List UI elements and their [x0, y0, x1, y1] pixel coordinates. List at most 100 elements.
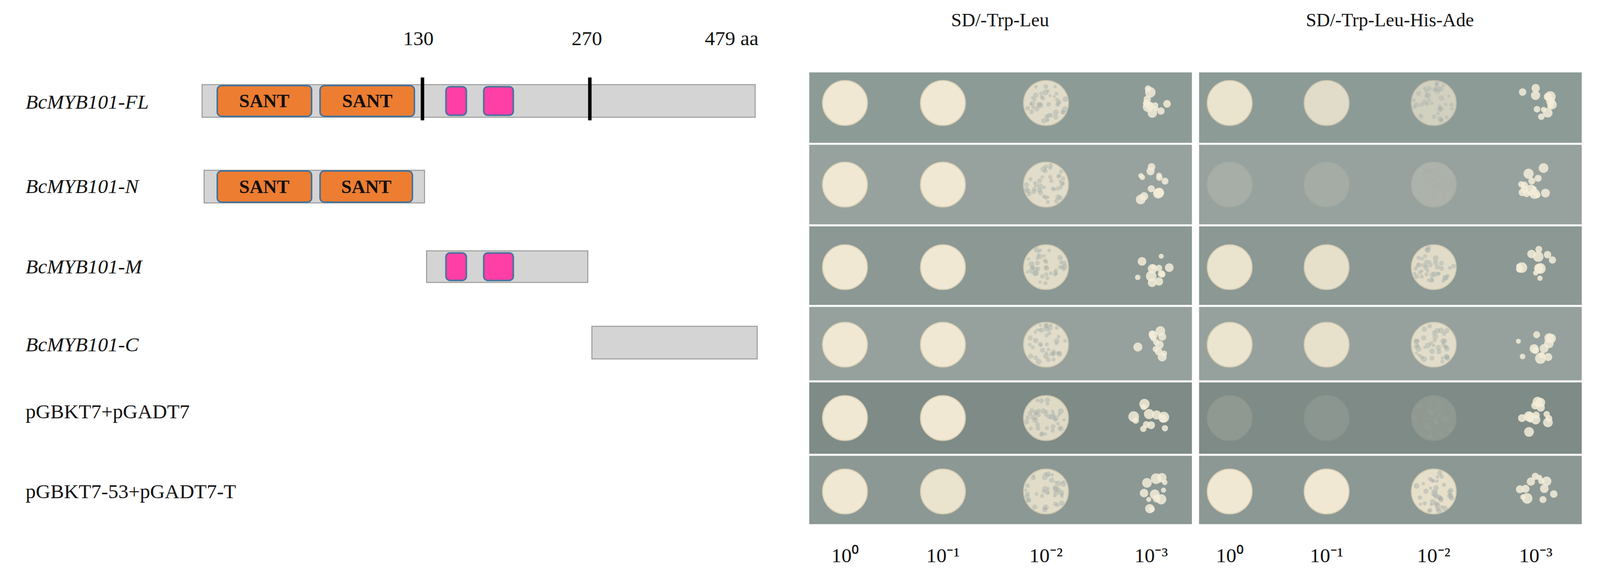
spot-texture [1413, 102, 1420, 109]
yeast-colony [1146, 497, 1152, 503]
spot-texture [1419, 275, 1424, 280]
spot-texture [1411, 98, 1416, 103]
yeast-colony [1138, 173, 1144, 179]
spot-texture [1430, 478, 1435, 483]
spot-texture [1038, 323, 1042, 327]
yeast-colony [1144, 409, 1155, 420]
spot-texture [1419, 427, 1423, 432]
spot-texture [1028, 177, 1033, 182]
spot-texture [1412, 416, 1416, 420]
spot-texture [1435, 345, 1442, 351]
yeast-colony [1157, 473, 1167, 483]
spot-texture [1421, 335, 1427, 342]
spot-texture [1056, 335, 1061, 339]
spot-texture [1444, 115, 1449, 120]
yeast-spot [822, 162, 868, 208]
spot-texture [1050, 473, 1054, 477]
plate-strip [1199, 145, 1583, 225]
spot-texture [1429, 417, 1433, 422]
spot-texture [1049, 178, 1054, 183]
yeast-spot [1411, 469, 1456, 514]
spot-texture [1432, 271, 1439, 278]
spot-texture [1434, 328, 1441, 334]
protein-bar [591, 326, 758, 360]
spot-texture [1434, 166, 1438, 170]
yeast-colony [1519, 88, 1527, 96]
spot-texture [1431, 114, 1437, 120]
yeast-spot [1304, 322, 1349, 367]
yeast-colony [1516, 485, 1525, 494]
yeast-colony [1530, 401, 1539, 410]
yeast-colony [1152, 346, 1159, 353]
spot-texture [1048, 477, 1055, 484]
yeast-spot [1411, 162, 1456, 208]
yeast-spot [1023, 469, 1069, 514]
spot-texture [1039, 431, 1045, 437]
dilution-label: 10⁰ [831, 544, 859, 568]
spot-texture [1052, 95, 1056, 99]
yeast-colony [1516, 339, 1522, 345]
motif-box [483, 253, 514, 281]
yeast-spot [1023, 395, 1069, 441]
spot-texture [1451, 179, 1455, 183]
spot-texture [1054, 326, 1059, 331]
spot-texture [1427, 508, 1433, 513]
spot-texture [1052, 109, 1059, 116]
spot-texture [1416, 263, 1421, 268]
plate-strip [809, 382, 1193, 455]
spot-texture [1048, 94, 1052, 98]
yeast-colony [1531, 473, 1539, 481]
yeast-colony [1128, 411, 1140, 423]
spot-texture [1046, 414, 1053, 420]
yeast-colony [1150, 264, 1156, 270]
spot-texture [1043, 432, 1048, 437]
spot-texture [1034, 261, 1040, 267]
spot-texture [1030, 189, 1036, 195]
yeast-colony [1161, 487, 1166, 493]
plate-photo [809, 72, 1193, 525]
yeast-colony [1147, 163, 1156, 171]
spot-texture [1439, 180, 1445, 186]
yeast-spot [822, 469, 868, 514]
spot-texture [1036, 101, 1042, 108]
spot-texture [1417, 495, 1423, 501]
control-label: pGBKT7-53+pGADT7-T [25, 480, 236, 504]
yeast-colony [1162, 425, 1169, 433]
spot-texture [1052, 494, 1057, 498]
yeast-colony [1147, 185, 1155, 193]
dilution-label: 10⁻¹ [926, 544, 960, 568]
spot-texture [1430, 411, 1435, 416]
yeast-colony [1543, 411, 1550, 418]
spot-texture [1050, 424, 1056, 430]
spot-texture [1412, 415, 1418, 422]
yeast-spot [920, 322, 966, 367]
yeast-spot [1023, 244, 1069, 290]
yeast-colony [1534, 263, 1546, 274]
spot-texture [1422, 416, 1427, 421]
spot-texture [1415, 346, 1422, 353]
spot-texture [1054, 198, 1060, 204]
construct-label: BcMYB101-N [25, 175, 139, 199]
motif-boxes [445, 86, 514, 281]
spot-texture [1043, 322, 1049, 328]
yeast-colony [1164, 263, 1174, 273]
yeast-spot [920, 162, 966, 208]
yeast-colony [1158, 253, 1164, 259]
spot-texture [1438, 95, 1445, 102]
yeast-colony [1534, 174, 1542, 182]
yeast-colony [1156, 174, 1163, 181]
spot-texture [1057, 255, 1063, 261]
spot-texture [1023, 182, 1029, 188]
spot-texture [1040, 166, 1047, 173]
spot-texture [1048, 166, 1053, 171]
spot-texture [1450, 107, 1454, 112]
spot-texture [1442, 415, 1448, 420]
spot-texture [1032, 417, 1039, 424]
spot-texture [1432, 334, 1439, 341]
yeast-spot [1411, 322, 1456, 367]
spot-texture [1062, 418, 1066, 422]
spot-texture [1033, 330, 1037, 335]
spot-texture [1449, 102, 1454, 107]
spot-texture [1420, 269, 1424, 273]
spot-texture [1443, 168, 1448, 173]
